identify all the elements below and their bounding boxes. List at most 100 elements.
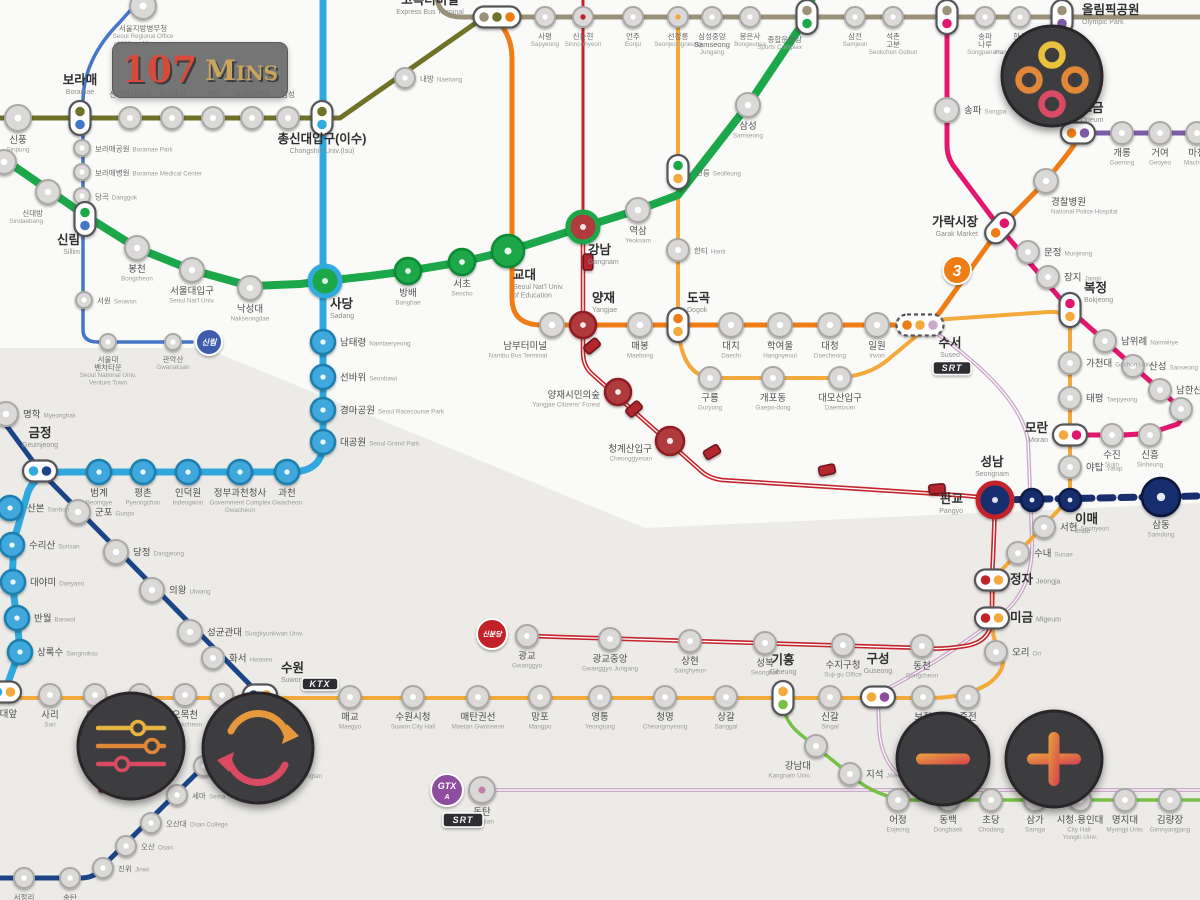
station-오리[interactable] (984, 640, 1008, 664)
station-선바위[interactable] (309, 363, 337, 391)
station-송탄[interactable] (59, 867, 81, 889)
station-봉천[interactable] (124, 235, 150, 261)
station-서정리[interactable] (13, 867, 35, 889)
station-김량장[interactable] (1158, 788, 1182, 812)
station-봉은사[interactable] (739, 6, 761, 28)
station-사리[interactable] (38, 683, 62, 707)
station-양재[interactable] (568, 310, 598, 340)
station-반월[interactable] (3, 604, 31, 632)
station-태평[interactable] (1058, 386, 1082, 410)
station-영통[interactable] (588, 685, 612, 709)
station-오산대[interactable] (140, 812, 162, 834)
station-의왕[interactable] (139, 577, 165, 603)
station-산본[interactable] (0, 494, 24, 522)
station-세마[interactable] (166, 784, 188, 806)
station-광교[interactable] (515, 624, 539, 648)
station-남성[interactable] (276, 106, 300, 130)
station-서원[interactable] (75, 291, 93, 309)
station-당곡[interactable] (73, 187, 91, 205)
station-야탑[interactable] (1058, 455, 1082, 479)
station-교대[interactable] (490, 233, 526, 269)
station-선정릉[interactable] (667, 6, 689, 28)
station-수원시청[interactable] (401, 685, 425, 709)
station-남위례[interactable] (1093, 329, 1117, 353)
station-오목천[interactable] (173, 683, 197, 707)
station-구성[interactable] (859, 685, 897, 709)
station-서현[interactable] (1032, 515, 1056, 539)
station-한티[interactable] (666, 238, 690, 262)
station-고속터미널[interactable] (472, 5, 522, 29)
station-가락시장[interactable] (981, 208, 1019, 247)
station-산성[interactable] (1121, 354, 1145, 378)
station-일원[interactable] (864, 312, 890, 338)
station-오산[interactable] (115, 835, 137, 857)
station-오금[interactable] (1059, 121, 1097, 145)
station-경마공원[interactable] (309, 396, 337, 424)
station-내방[interactable] (394, 67, 416, 89)
station-신흥[interactable] (1138, 423, 1162, 447)
station-신대방[interactable] (35, 179, 61, 205)
station-신풍[interactable] (4, 104, 32, 132)
station-수리산[interactable] (0, 531, 26, 559)
station-강남[interactable] (565, 209, 601, 245)
station-모란[interactable] (1051, 423, 1089, 447)
station-신갈[interactable] (818, 685, 842, 709)
station-성남[interactable] (1019, 487, 1045, 513)
station-삼전[interactable] (844, 6, 866, 28)
filter-button[interactable] (76, 691, 186, 801)
station-서울대입구[interactable] (179, 257, 205, 283)
station-어정[interactable] (886, 788, 910, 812)
station-학여울[interactable] (767, 312, 793, 338)
station-거여[interactable] (1148, 121, 1172, 145)
station-보라매공원[interactable] (73, 139, 91, 157)
station-성복[interactable] (753, 631, 777, 655)
station-장승배기[interactable] (160, 106, 184, 130)
zoom-in-button[interactable] (1004, 709, 1104, 809)
station-가천대[interactable] (1058, 351, 1082, 375)
station-마천[interactable] (1185, 121, 1200, 145)
station-한대앞[interactable] (0, 680, 23, 704)
station-대공원[interactable] (309, 428, 337, 456)
station-방배[interactable] (393, 256, 423, 286)
station-신논현[interactable] (572, 6, 594, 28)
lines-button[interactable] (1000, 24, 1104, 128)
station-경찰병원[interactable] (1033, 168, 1059, 194)
station-수내[interactable] (1006, 541, 1030, 565)
station-석촌[interactable] (882, 6, 904, 28)
station-대청[interactable] (817, 312, 843, 338)
station-복정[interactable] (1058, 291, 1082, 329)
station-관악산[interactable] (164, 333, 182, 351)
station-명학[interactable] (0, 401, 19, 427)
station-광교중앙[interactable] (598, 627, 622, 651)
station-도곡[interactable] (666, 306, 690, 344)
station-인덕원[interactable] (174, 458, 202, 486)
station-서울대[interactable] (99, 333, 117, 351)
station-신대방삼거리[interactable] (118, 106, 142, 130)
station-구룡[interactable] (698, 366, 722, 390)
station-신림[interactable] (73, 200, 97, 238)
station-삼성중앙[interactable] (701, 6, 723, 28)
station-초당[interactable] (979, 788, 1003, 812)
station-범계[interactable] (85, 458, 113, 486)
station-상도[interactable] (201, 106, 225, 130)
station-unnamed[interactable] (0, 149, 17, 175)
station-평촌[interactable] (129, 458, 157, 486)
station-미금[interactable] (973, 606, 1011, 630)
station-청계산입구[interactable] (654, 425, 686, 457)
station-망포[interactable] (528, 685, 552, 709)
station-양재시민의숲[interactable] (603, 377, 633, 407)
station-숭실대입구[interactable] (240, 106, 264, 130)
station-청명[interactable] (653, 685, 677, 709)
station-대모산입구[interactable] (828, 366, 852, 390)
station-보정[interactable] (911, 685, 935, 709)
station-보라매병원[interactable] (73, 163, 91, 181)
station-대야미[interactable] (0, 568, 27, 596)
station-진위[interactable] (92, 857, 114, 879)
station-개롱[interactable] (1110, 121, 1134, 145)
station-수지구청[interactable] (831, 633, 855, 657)
station-사당[interactable] (307, 263, 343, 299)
station-한성[interactable] (1009, 6, 1031, 28)
station-상록수[interactable] (6, 638, 34, 666)
station-삼동[interactable] (1140, 476, 1182, 518)
station-강남대[interactable] (804, 734, 828, 758)
